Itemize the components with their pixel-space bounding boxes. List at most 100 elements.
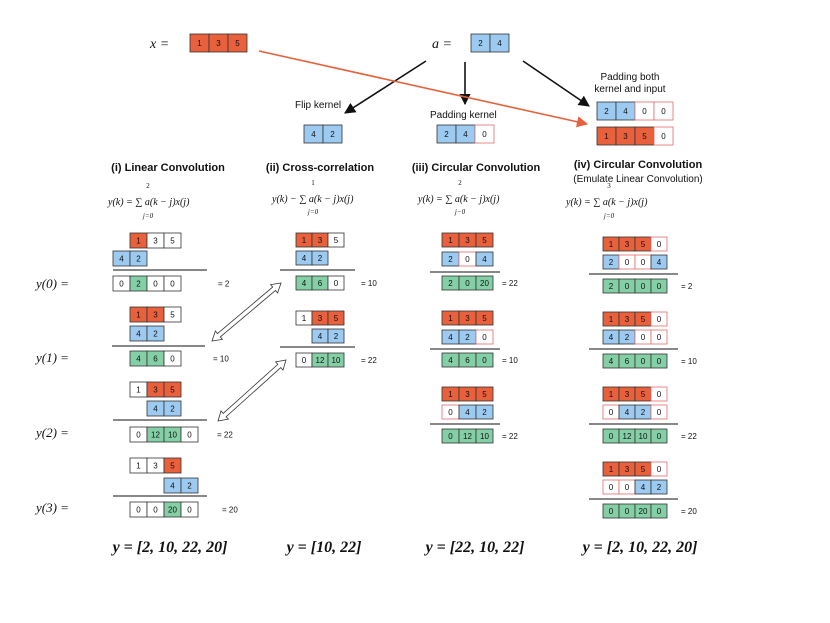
array-cell: [327, 275, 345, 291]
cell-value: 3: [625, 390, 630, 399]
cell-value: 1: [609, 465, 614, 474]
cell-value: 1: [197, 39, 202, 48]
cell-value: 1: [302, 314, 307, 323]
cell-value: 4: [311, 130, 316, 139]
array-cell: [180, 426, 199, 443]
cell-value: 2: [170, 404, 175, 413]
array-cell: [163, 275, 182, 292]
x-label: x =: [149, 37, 169, 52]
cell-value: 10: [639, 432, 648, 441]
cell-value: 0: [641, 282, 646, 291]
array-cell: [180, 501, 199, 518]
cell-value: 2: [641, 408, 646, 417]
cell-value: 0: [657, 408, 662, 417]
cell-value: 2: [609, 258, 614, 267]
array-cell: [475, 404, 494, 420]
cell-value: 0: [642, 107, 647, 116]
cell-value: 0: [170, 354, 175, 363]
cell-value: 0: [482, 130, 487, 139]
cell-value: 20: [168, 505, 177, 514]
cell-value: 1: [136, 461, 141, 470]
section-title: (i) Linear Convolution: [111, 162, 225, 174]
cell-value: 5: [641, 240, 646, 249]
section-subtitle: (Emulate Linear Convolution): [573, 174, 703, 185]
step-sum: = 2: [218, 280, 230, 289]
cell-value: 1: [609, 390, 614, 399]
cell-value: 4: [465, 408, 470, 417]
cell-value: 4: [641, 483, 646, 492]
cell-value: 1: [136, 236, 141, 245]
cell-value: 10: [168, 430, 177, 439]
array-cell: [129, 250, 148, 267]
cell-value: 2: [187, 481, 192, 490]
cell-value: 0: [136, 430, 141, 439]
cell-value: 0: [448, 408, 453, 417]
cell-value: 1: [604, 132, 609, 141]
cell-value: 0: [187, 430, 192, 439]
section-circular-convolution: (iii) Circular Convolution y(k) = ∑ a(k …: [412, 162, 541, 556]
sum-upper-limit: 2: [146, 182, 150, 190]
padding-cell: [475, 329, 494, 345]
cell-value: 0: [661, 107, 666, 116]
cell-value: 3: [623, 132, 628, 141]
cell-value: 0: [465, 255, 470, 264]
cell-value: 6: [153, 354, 158, 363]
cell-value: 5: [334, 236, 339, 245]
step-sum: = 10: [213, 355, 229, 364]
cell-value: 2: [318, 254, 323, 263]
cell-value: 0: [609, 507, 614, 516]
cell-value: 4: [448, 356, 453, 365]
double-arrow-icon: [211, 282, 282, 342]
step-sum: = 20: [681, 507, 697, 516]
cell-value: 3: [153, 385, 158, 394]
array-cell: [146, 325, 165, 342]
array-cell: [163, 381, 182, 398]
cell-value: 4: [609, 357, 614, 366]
cell-value: 0: [153, 279, 158, 288]
cell-value: 1: [609, 240, 614, 249]
sum-lower-limit: j=0: [307, 208, 319, 216]
cell-value: 4: [136, 354, 141, 363]
cell-value: 4: [623, 107, 628, 116]
cell-value: 2: [136, 279, 141, 288]
array-cell: [327, 328, 345, 344]
cell-value: 5: [482, 314, 487, 323]
cell-value: 5: [170, 461, 175, 470]
cell-value: 0: [641, 258, 646, 267]
cell-value: 0: [657, 507, 662, 516]
section-cross-correlation: (ii) Cross-correlation y(k) − ∑ a(k − j)…: [266, 162, 374, 556]
cell-value: 20: [639, 507, 648, 516]
cell-value: 4: [136, 329, 141, 338]
arrow-to-flip: [344, 60, 427, 114]
cell-value: 5: [641, 465, 646, 474]
step-sum: = 10: [361, 279, 377, 288]
array-cell: [322, 124, 343, 144]
cell-value: 1: [136, 310, 141, 319]
cell-value: 5: [334, 314, 339, 323]
array-cell: [475, 251, 494, 267]
cell-value: 2: [657, 483, 662, 492]
cell-value: 2: [465, 333, 470, 342]
cell-value: 0: [625, 258, 630, 267]
cell-value: 4: [119, 254, 124, 263]
cell-value: 0: [136, 505, 141, 514]
cell-value: 0: [119, 279, 124, 288]
array-cell: [163, 457, 182, 474]
formula-lhs: y(k) = ∑ a(k − j)x(j): [107, 197, 190, 208]
cell-value: 2: [334, 332, 339, 341]
section-title: (iv) Circular Convolution: [574, 159, 703, 171]
sum-upper-limit: 1: [311, 179, 315, 187]
